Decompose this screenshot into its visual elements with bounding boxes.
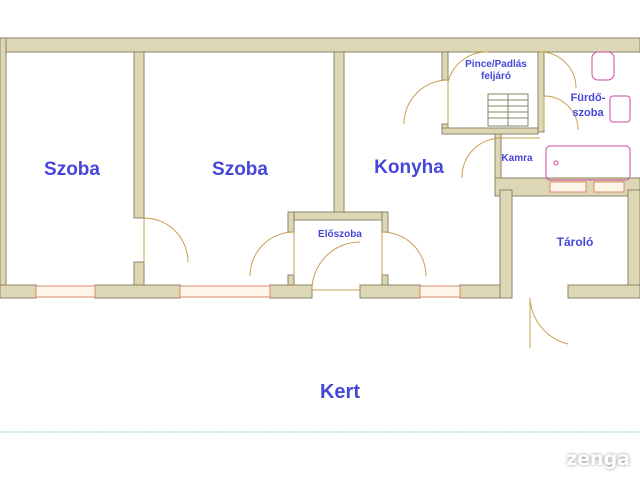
room-labels: Szoba Szoba Konyha Előszoba Pince/Padlás…	[44, 59, 606, 403]
staircase	[487, 93, 529, 127]
doors	[143, 51, 579, 348]
label-konyha: Konyha	[374, 157, 444, 178]
zenga-logo: zenga	[542, 448, 630, 470]
windows	[35, 181, 625, 298]
label-kamra: Kamra	[501, 153, 533, 164]
label-furdo-1: Fürdő-	[571, 92, 606, 104]
label-kert: Kert	[320, 381, 360, 403]
label-pince: Pince/Padlás	[465, 59, 527, 70]
bathtub-icon	[545, 145, 631, 181]
toilet-icon	[591, 51, 615, 81]
label-tarolo: Tároló	[557, 235, 594, 249]
label-feljaro: feljáró	[481, 71, 511, 82]
label-szoba-1: Szoba	[44, 159, 100, 180]
zenga-logo-icon	[542, 449, 562, 469]
label-eloszoba: Előszoba	[318, 229, 362, 240]
sink-icon	[609, 95, 631, 123]
zenga-logo-text: zenga	[566, 448, 630, 470]
label-szoba-2: Szoba	[212, 159, 268, 180]
bath-fixtures	[545, 51, 631, 181]
label-furdo-2: szoba	[572, 107, 604, 119]
